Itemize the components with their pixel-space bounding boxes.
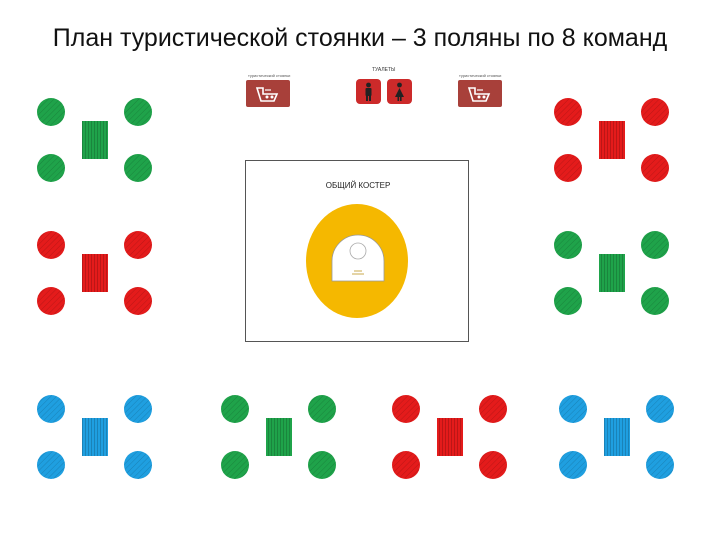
team-camp-bottom-1 [37, 395, 152, 479]
team-camp-top-right-2 [554, 231, 669, 315]
tent-spot-texture [641, 154, 669, 182]
left-sign [246, 80, 290, 107]
tent-spot-texture [646, 451, 674, 479]
tent-spot-texture [559, 451, 587, 479]
team-camp-top-right-1 [554, 98, 669, 182]
team-camp-bottom-4 [559, 395, 674, 479]
campfire-icon [306, 204, 408, 318]
tent-spot-texture [554, 98, 582, 126]
tent-spot-texture [37, 154, 65, 182]
team-fire-texture [266, 418, 292, 456]
right-sign [458, 80, 502, 107]
team-camp-bottom-3 [392, 395, 507, 479]
tent-spot-texture [479, 395, 507, 423]
page-title: План туристической стоянки – 3 поляны по… [52, 24, 668, 52]
tent-spot-texture [124, 451, 152, 479]
woman-icon [387, 79, 412, 104]
tent-spot-texture [479, 451, 507, 479]
tent-spot-texture [554, 287, 582, 315]
team-fire-texture [82, 121, 108, 159]
tent-spot-texture [221, 451, 249, 479]
team-fire-texture [82, 254, 108, 292]
tent-spot-texture [37, 98, 65, 126]
team-fire-texture [437, 418, 463, 456]
tent-spot-texture [308, 451, 336, 479]
tent-spot-texture [124, 287, 152, 315]
tent-spot-texture [124, 98, 152, 126]
team-fire-texture [599, 254, 625, 292]
tent-spot-texture [641, 98, 669, 126]
team-fire-texture [604, 418, 630, 456]
tent-spot-texture [37, 451, 65, 479]
tent-spot-texture [554, 154, 582, 182]
toilet-women-sign [387, 79, 412, 104]
tent-spot-texture [37, 395, 65, 423]
team-fire-texture [599, 121, 625, 159]
right-sign-caption: туристический стоянки [459, 73, 502, 78]
bath-icon [246, 80, 290, 107]
toilet-men-sign [356, 79, 381, 104]
tent-spot-texture [37, 287, 65, 315]
bath-icon [458, 80, 502, 107]
tent-spot-texture [308, 395, 336, 423]
campfire-area: ОБЩИЙ КОСТЕР [245, 160, 469, 342]
tent-spot-texture [392, 395, 420, 423]
tent-spot-texture [641, 287, 669, 315]
tent-spot-texture [554, 231, 582, 259]
tent-spot-texture [37, 231, 65, 259]
toilets-caption: ТУАЛЕТЫ [372, 67, 396, 73]
left-sign-caption: туристический стоянки [248, 73, 291, 78]
team-camp-top-left-1 [37, 98, 152, 182]
tent-spot-texture [124, 154, 152, 182]
tent-spot-texture [392, 451, 420, 479]
team-fire-texture [82, 418, 108, 456]
team-camp-top-left-2 [37, 231, 152, 315]
tent-spot-texture [221, 395, 249, 423]
team-camp-bottom-2 [221, 395, 336, 479]
tent-spot-texture [646, 395, 674, 423]
tent-spot-texture [559, 395, 587, 423]
tent-spot-texture [124, 395, 152, 423]
tent-spot-texture [641, 231, 669, 259]
campfire-label: ОБЩИЙ КОСТЕР [325, 181, 391, 190]
tent-spot-texture [124, 231, 152, 259]
man-icon [356, 79, 381, 104]
